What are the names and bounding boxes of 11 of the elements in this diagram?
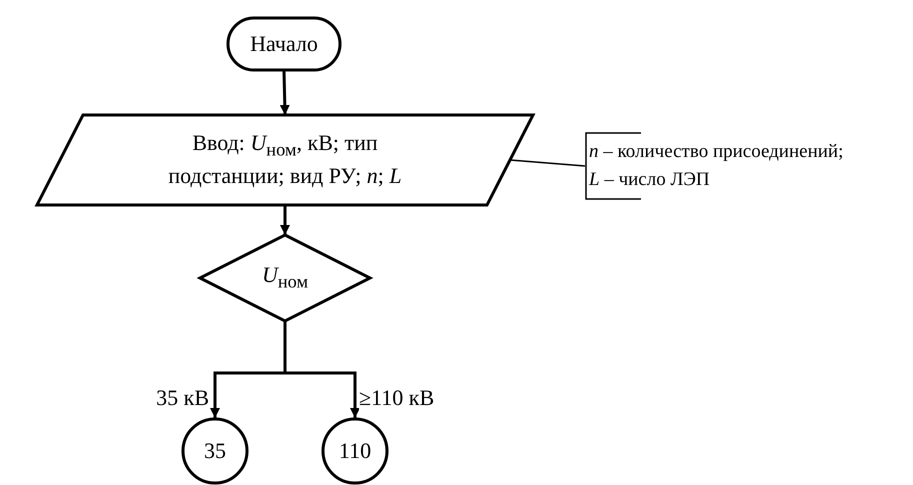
- leader-line: [510, 159, 586, 167]
- arrow: [280, 70, 290, 116]
- connector-label: 110: [338, 436, 372, 465]
- annotation-text: n – количество присоединений;: [589, 140, 844, 164]
- input-text: Ввод: U$_{ном}$, кВ; тип подстанции; вид РУ; n; L: [167, 129, 403, 190]
- annotation-text: L – число ЛЭП: [589, 168, 710, 192]
- decision-text: U$_{ном}$: [262, 261, 308, 294]
- connector-label: 35: [204, 436, 226, 465]
- arrow: [284, 321, 360, 418]
- arrow: [280, 205, 290, 235]
- terminal-text: Начало: [250, 30, 318, 58]
